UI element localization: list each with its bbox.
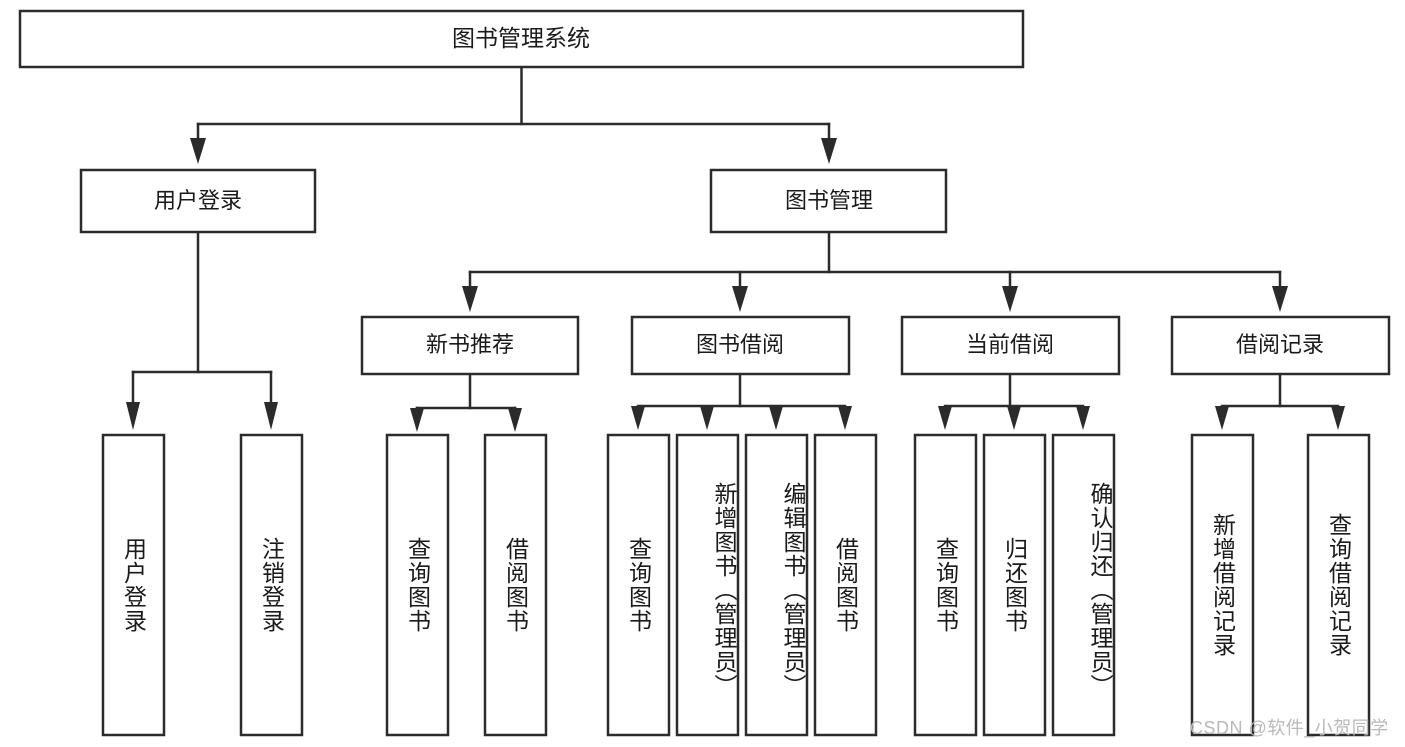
node-borrow-record[interactable]: 借阅记录	[1170, 315, 1391, 376]
node-book-borrow[interactable]: 图书借阅	[630, 315, 851, 376]
arrow-head-leaf-user-login	[126, 402, 140, 430]
node-leaf-query-book-1-box[interactable]	[385, 433, 450, 737]
connector-group-user-login-to-leaves	[126, 230, 278, 430]
node-user-login[interactable]: 用户登录	[79, 168, 317, 234]
node-leaf-borrow-book-1-box[interactable]	[483, 433, 548, 737]
leaf-boxes	[101, 433, 1371, 737]
node-root[interactable]: 图书管理系统	[18, 9, 1025, 69]
arrow-head-new-book-recommend	[462, 286, 478, 312]
connector-group-book-manage-to-level3	[462, 230, 1288, 312]
node-new-book-recommend-box[interactable]	[360, 315, 580, 376]
node-leaf-return-book-box[interactable]	[982, 433, 1047, 737]
node-leaf-query-book-3-box[interactable]	[913, 433, 978, 737]
node-book-borrow-box[interactable]	[630, 315, 851, 376]
node-user-login-box[interactable]	[79, 168, 317, 234]
watermark-text: CSDN @软件_小贺同学	[1190, 718, 1389, 738]
arrow-head-leaf-query-book-1	[410, 408, 424, 432]
node-book-manage[interactable]: 图书管理	[709, 168, 948, 234]
node-user-login-label: 用户登录	[154, 188, 242, 213]
node-leaf-edit-book-box[interactable]	[744, 433, 809, 737]
arrow-head-leaf-query-book-2	[631, 406, 645, 430]
node-leaf-confirm-return-box[interactable]	[1051, 433, 1116, 737]
connector-group-borrow-record-to-leaves	[1215, 372, 1345, 430]
node-current-borrow-box[interactable]	[900, 315, 1121, 376]
arrow-head-leaf-confirm-return	[1076, 406, 1090, 430]
node-leaf-query-book-2-box[interactable]	[606, 433, 671, 737]
node-current-borrow-label: 当前借阅	[966, 332, 1054, 357]
arrow-head-leaf-add-record	[1215, 406, 1229, 430]
arrow-head-leaf-query-book-3	[938, 406, 952, 430]
arrow-head-leaf-borrow-book-1	[508, 408, 522, 432]
arrow-head-borrow-record	[1272, 286, 1288, 312]
connector-group-new-book-recommend-to-leaves	[410, 372, 522, 432]
node-root-label: 图书管理系统	[452, 25, 590, 51]
arrow-head-leaf-edit-book	[769, 406, 783, 430]
arrow-head-leaf-return-book	[1007, 406, 1021, 430]
arrow-head-user-login	[190, 138, 206, 164]
arrow-head-book-manage	[821, 138, 837, 164]
node-book-borrow-label: 图书借阅	[696, 332, 784, 357]
node-borrow-record-box[interactable]	[1170, 315, 1391, 376]
arrow-head-book-borrow	[732, 286, 748, 312]
arrow-head-leaf-query-record	[1331, 406, 1345, 430]
arrow-head-leaf-logout-login	[264, 402, 278, 430]
node-leaf-add-record-box[interactable]	[1190, 433, 1255, 737]
node-leaf-logout-login-box[interactable]	[239, 433, 304, 737]
node-new-book-recommend[interactable]: 新书推荐	[360, 315, 580, 376]
node-book-manage-label: 图书管理	[785, 188, 873, 213]
arrow-head-leaf-add-book	[700, 406, 714, 430]
node-leaf-add-book-box[interactable]	[675, 433, 740, 737]
arrow-head-leaf-borrow-book-2	[838, 406, 852, 430]
node-leaf-borrow-book-2-box[interactable]	[813, 433, 878, 737]
connector-group-root-to-level2	[190, 65, 837, 164]
connector-group-current-borrow-to-leaves	[938, 372, 1090, 430]
node-leaf-query-record-box[interactable]	[1306, 433, 1371, 737]
node-new-book-recommend-label: 新书推荐	[426, 332, 514, 357]
node-root-box[interactable]	[18, 9, 1025, 69]
node-book-manage-box[interactable]	[709, 168, 948, 234]
connector-group-book-borrow-to-leaves	[631, 372, 852, 430]
node-borrow-record-label: 借阅记录	[1236, 332, 1324, 357]
node-leaf-user-login-box[interactable]	[101, 433, 166, 737]
node-current-borrow[interactable]: 当前借阅	[900, 315, 1121, 376]
arrow-head-current-borrow	[1002, 286, 1018, 312]
